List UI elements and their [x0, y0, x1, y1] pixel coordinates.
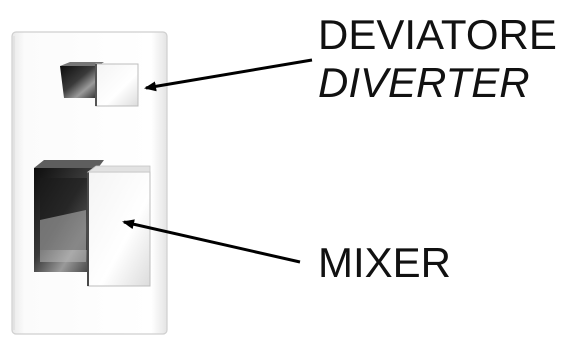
diverter-label-italian: DEVIATORE	[318, 11, 557, 58]
diverter-knob	[60, 62, 139, 107]
diverter-arrow	[144, 58, 313, 92]
mixer-label: MIXER	[318, 239, 452, 286]
diverter-label-english: DIVERTER	[318, 59, 530, 106]
mixer-arrow	[122, 219, 301, 264]
